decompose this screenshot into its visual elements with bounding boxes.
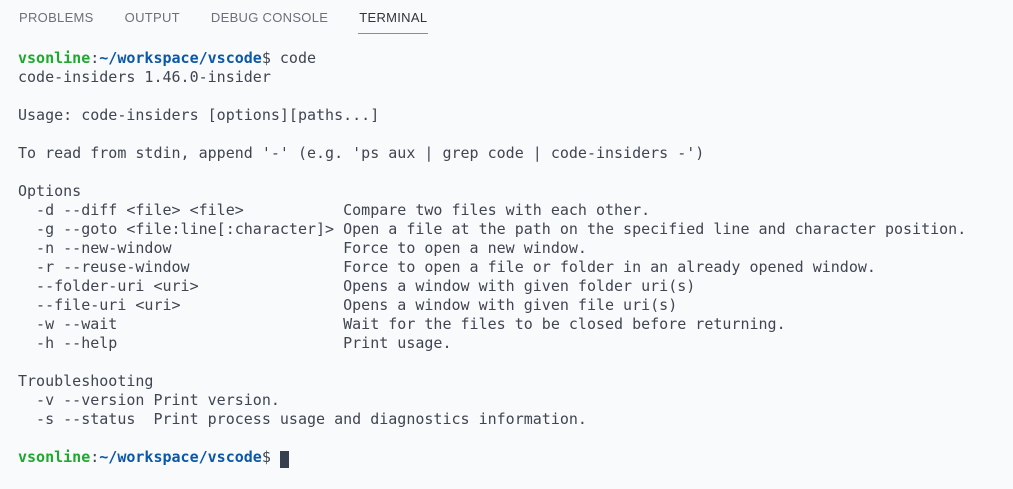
tab-output[interactable]: OUTPUT (124, 10, 180, 25)
terminal-line: --file-uri <uri> Opens a window with giv… (18, 296, 1013, 315)
terminal-text: : (90, 448, 100, 466)
terminal-line (18, 87, 1013, 106)
tab-debug-console[interactable]: DEBUG CONSOLE (210, 10, 329, 25)
terminal-line: --folder-uri <uri> Opens a window with g… (18, 277, 1013, 296)
terminal-line: -g --goto <file:line[:character]> Open a… (18, 220, 1013, 239)
terminal-text: $ (261, 448, 280, 466)
prompt-user: vsonline (18, 448, 91, 466)
terminal-cursor-block (279, 451, 289, 468)
terminal-text: Options (18, 182, 82, 200)
terminal-line (18, 125, 1013, 144)
prompt-path: ~/workspace/vscode (99, 49, 262, 67)
terminal-text: -w --wait Wait for the files to be close… (18, 315, 786, 333)
terminal-line (18, 163, 1013, 182)
terminal-text: To read from stdin, append '-' (e.g. 'ps… (18, 144, 705, 162)
prompt-path: ~/workspace/vscode (99, 448, 262, 466)
terminal-line (18, 353, 1013, 372)
terminal-text: -h --help Print usage. (18, 334, 452, 352)
terminal-line: -v --version Print version. (18, 391, 1013, 410)
terminal-text: $ code (261, 49, 317, 67)
terminal-line: -s --status Print process usage and diag… (18, 410, 1013, 429)
terminal-line: vsonline:~/workspace/vscode$ (18, 448, 1013, 468)
terminal-line: -r --reuse-window Force to open a file o… (18, 258, 1013, 277)
terminal-text: -g --goto <file:line[:character]> Open a… (18, 220, 967, 238)
terminal-text: Usage: code-insiders [options][paths...] (18, 106, 380, 124)
tab-terminal[interactable]: TERMINAL (358, 0, 429, 34)
terminal-line: code-insiders 1.46.0-insider (18, 68, 1013, 87)
terminal-line: Options (18, 182, 1013, 201)
terminal-text: -d --diff <file> <file> Compare two file… (18, 201, 651, 219)
terminal-text: -n --new-window Force to open a new wind… (18, 239, 587, 257)
terminal-text: Troubleshooting (18, 372, 154, 390)
terminal-line: -w --wait Wait for the files to be close… (18, 315, 1013, 334)
terminal-text: -v --version Print version. (18, 391, 280, 409)
terminal-line: -h --help Print usage. (18, 334, 1013, 353)
terminal-text: : (90, 49, 100, 67)
terminal-text: code-insiders 1.46.0-insider (18, 68, 271, 86)
terminal-text: -s --status Print process usage and diag… (18, 410, 587, 428)
terminal-line: -d --diff <file> <file> Compare two file… (18, 201, 1013, 220)
tab-problems[interactable]: PROBLEMS (19, 10, 94, 25)
terminal-text: --file-uri <uri> Opens a window with giv… (18, 296, 678, 314)
terminal-line: -n --new-window Force to open a new wind… (18, 239, 1013, 258)
terminal-line: vsonline:~/workspace/vscode$ code (18, 49, 1013, 68)
terminal-line (18, 429, 1013, 448)
panel-tab-bar: PROBLEMS OUTPUT DEBUG CONSOLE TERMINAL (0, 0, 1013, 34)
prompt-user: vsonline (18, 49, 91, 67)
terminal-text: -r --reuse-window Force to open a file o… (18, 258, 876, 276)
terminal-text: --folder-uri <uri> Opens a window with g… (18, 277, 696, 295)
terminal-line: Usage: code-insiders [options][paths...] (18, 106, 1013, 125)
terminal-line: To read from stdin, append '-' (e.g. 'ps… (18, 144, 1013, 163)
terminal-line: Troubleshooting (18, 372, 1013, 391)
